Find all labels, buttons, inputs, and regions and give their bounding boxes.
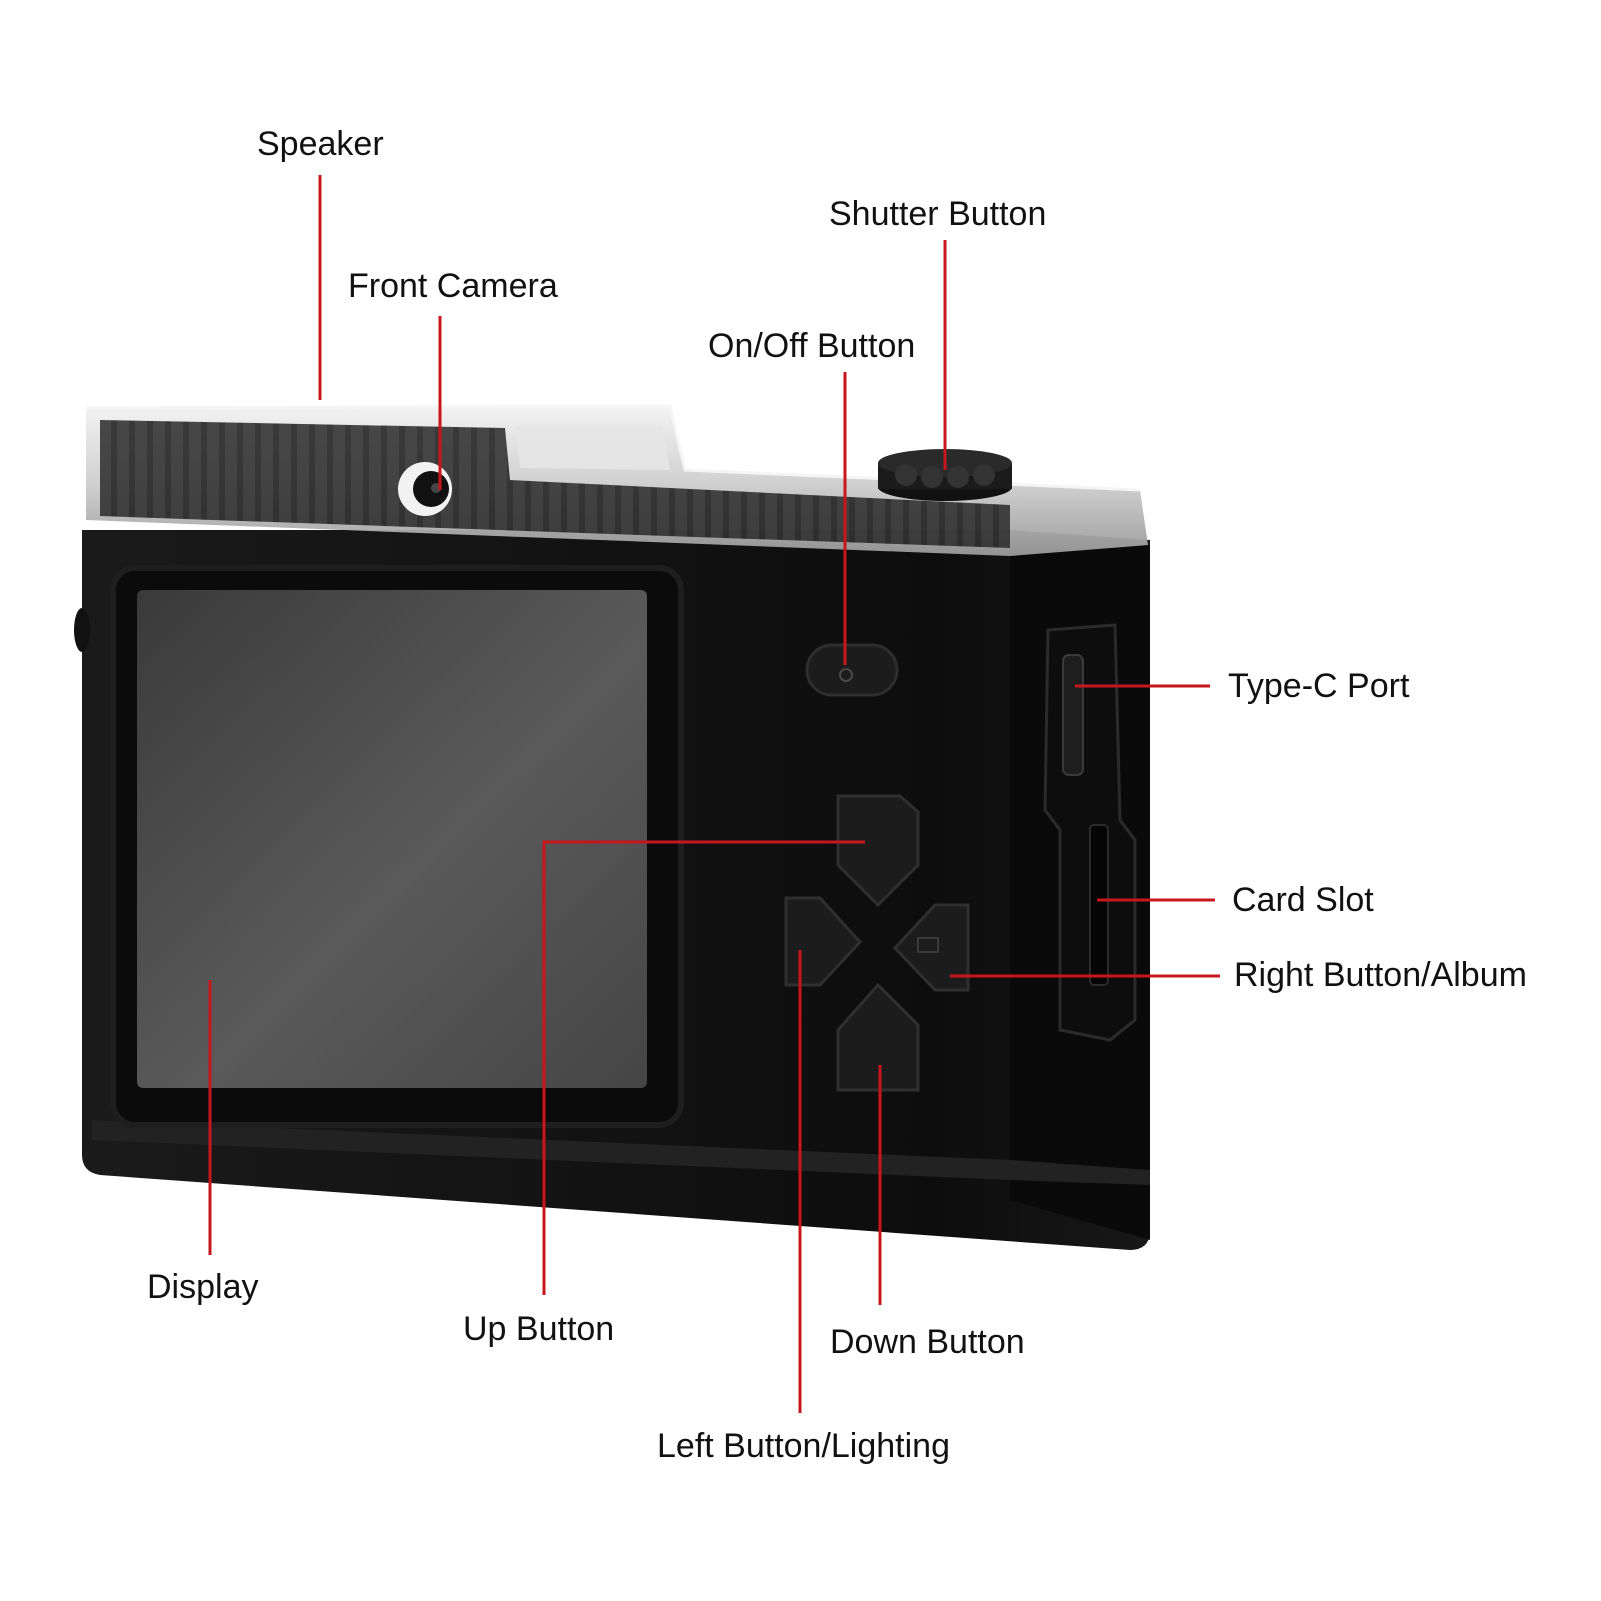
d-pad (784, 794, 970, 1092)
label-up-button: Up Button (463, 1310, 614, 1348)
leader-up-button (542, 840, 865, 1295)
d-pad-left (784, 896, 863, 987)
d-pad-right (892, 903, 970, 992)
callout-labels: Speaker Front Camera Shutter Button On/O… (147, 125, 1527, 1465)
front-camera-lens (398, 462, 452, 516)
label-shutter-button: Shutter Button (829, 195, 1046, 233)
label-card-slot: Card Slot (1232, 881, 1374, 919)
side-knob (74, 608, 90, 652)
label-front-camera: Front Camera (348, 267, 558, 305)
label-type-c-port: Type-C Port (1228, 667, 1410, 705)
shutter-dial (878, 449, 1012, 501)
label-down-button: Down Button (830, 1323, 1025, 1361)
d-pad-down (836, 982, 920, 1092)
label-left-button: Left Button/Lighting (657, 1427, 950, 1465)
body-bottom-edge (92, 1120, 1150, 1185)
camera-body (74, 404, 1150, 1250)
label-right-button: Right Button/Album (1234, 956, 1527, 994)
d-pad-up (836, 794, 920, 908)
label-display: Display (147, 1268, 258, 1306)
label-speaker: Speaker (257, 125, 384, 163)
top-cover (85, 404, 1148, 556)
display-screen (110, 565, 684, 1128)
power-button (805, 643, 899, 697)
side-port-cover (1043, 623, 1137, 1042)
label-on-off-button: On/Off Button (708, 327, 915, 365)
leader-lines (208, 175, 1220, 1413)
